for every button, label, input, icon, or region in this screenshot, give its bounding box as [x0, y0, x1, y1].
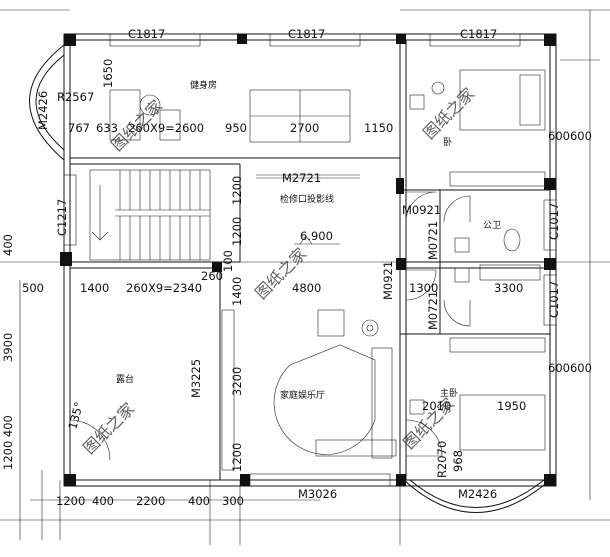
code-c1817-b: C1817 [288, 27, 325, 41]
element-codes: C1817 C1817 C1817 M2426 R2567 M2721 检修口投… [36, 27, 561, 501]
dim-1200-a: 1200 [230, 176, 244, 205]
dimension-labels: 1650 767 633 260X9=2600 950 2700 1150 60… [1, 59, 592, 508]
room-gym: 健身房 [190, 79, 217, 91]
dim-500: 500 [22, 281, 44, 295]
watermark: 图纸之家 [419, 84, 478, 143]
furniture [69, 69, 546, 461]
code-m2426-left: M2426 [36, 91, 50, 130]
dim-1950: 1950 [497, 399, 526, 413]
room-master-bedroom: 主卧 [440, 387, 458, 399]
dim-1200-b: 1200 [230, 217, 244, 246]
dim-260x9: 260X9=2600 [128, 121, 204, 135]
elevation-mark: 6.900 [300, 229, 333, 243]
bay-windows [29, 44, 551, 513]
room-family-hall: 家庭娱乐厅 [280, 389, 325, 401]
room-bedroom-top: 卧 [443, 136, 452, 148]
code-m0921-a: M0921 [402, 203, 441, 217]
code-c1017-b: C1017 [547, 281, 561, 318]
dim-400-left: 400 [1, 234, 15, 256]
angle-mark: 135° [65, 400, 86, 430]
code-r2567: R2567 [57, 90, 94, 104]
dim-2700: 2700 [290, 121, 319, 135]
dim-1400-v: 1400 [230, 277, 244, 306]
dim-1200-400: 1200 400 [1, 415, 15, 470]
dim-600600-a: 600600 [548, 129, 592, 143]
code-m0721-a: M0721 [426, 221, 440, 260]
code-m0721-b: M0721 [426, 291, 440, 330]
dim-260: 260 [201, 269, 223, 283]
dim-4800: 4800 [292, 281, 321, 295]
code-c1017-a: C1017 [547, 203, 561, 240]
dim-100: 100 [221, 250, 235, 272]
code-c1817-a: C1817 [128, 27, 165, 41]
dim-3200: 3200 [230, 367, 244, 396]
doors [221, 174, 471, 471]
code-r2070: R2070 [435, 441, 449, 478]
dim-b300: 300 [222, 494, 244, 508]
room-labels: 健身房 卧 公卫 家庭娱乐厅 露台 主卧 [116, 79, 501, 401]
access-note: 检修口投影线 [280, 193, 334, 205]
dim-2010: 2010 [422, 399, 451, 413]
dim-3300: 3300 [494, 281, 523, 295]
axis-lines [0, 9, 610, 545]
dim-b400a: 400 [92, 494, 114, 508]
dim-b2200: 2200 [136, 494, 165, 508]
room-terrace: 露台 [116, 373, 134, 385]
code-m3026: M3026 [298, 487, 337, 501]
dim-b1200: 1200 [56, 494, 85, 508]
dim-600600-b: 600600 [548, 361, 592, 375]
dim-968: 968 [451, 450, 465, 472]
room-bath: 公卫 [483, 220, 501, 231]
dim-1200-c: 1200 [230, 443, 244, 472]
dim-767: 767 [68, 121, 90, 135]
dim-b400b: 400 [188, 494, 210, 508]
windows [63, 33, 557, 487]
code-m2721: M2721 [282, 171, 321, 185]
dim-950: 950 [225, 121, 247, 135]
code-m3225: M3225 [189, 359, 203, 398]
dim-633: 633 [96, 121, 118, 135]
dim-1400-h: 1400 [80, 281, 109, 295]
dim-1650: 1650 [101, 59, 115, 88]
code-m0921-b: M0921 [381, 261, 395, 300]
code-m2426-bottom: M2426 [458, 487, 497, 501]
dim-260x9-b: 260X9=2340 [126, 281, 202, 295]
dim-3900: 3900 [1, 333, 15, 362]
dim-1150: 1150 [364, 121, 393, 135]
code-c1217: C1217 [55, 199, 69, 236]
interior-walls [70, 40, 550, 480]
dim-1300: 1300 [409, 281, 438, 295]
code-c1817-c: C1817 [460, 27, 497, 41]
staircase [89, 169, 211, 261]
